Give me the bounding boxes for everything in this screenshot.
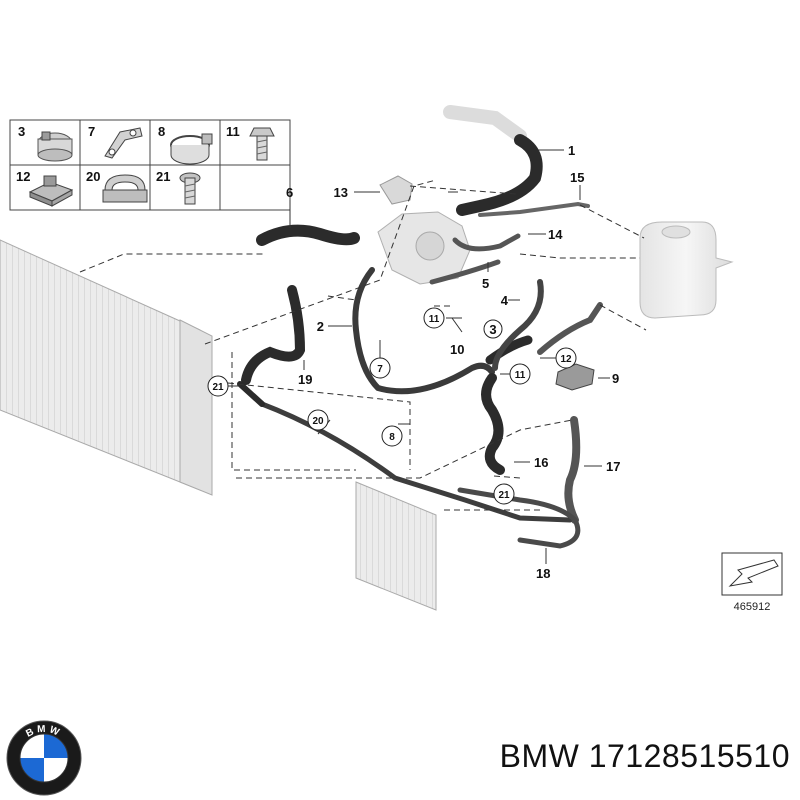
part-21-bolt-icon: [179, 172, 201, 205]
callout-3-circle: [483, 319, 503, 339]
part-8-hose-clamp-icon: [170, 133, 213, 165]
legend-label-3: 3: [18, 124, 25, 139]
callout-21b: 21: [498, 490, 510, 501]
arrow-icon: [728, 559, 779, 587]
hose-6: [256, 224, 360, 246]
callout-5: 5: [482, 276, 489, 291]
part-11-screw-icon: [249, 127, 275, 161]
callout-1: 1: [568, 143, 575, 158]
legend-label-20: 20: [86, 169, 100, 184]
part-12-clip-nut-icon: [28, 175, 74, 207]
hose-19: [241, 285, 306, 385]
pipe-5: [429, 259, 501, 285]
callout-8-circle: [381, 425, 403, 447]
callout-4: 4: [501, 293, 509, 308]
callout-13: 13: [334, 185, 348, 200]
callout-11b: 11: [515, 370, 526, 381]
callout-17: 17: [606, 459, 620, 474]
hose-9-pipe: [537, 302, 603, 355]
dashed-guides: [79, 179, 647, 511]
callout-16: 16: [534, 455, 548, 470]
callout-6: 6: [286, 185, 293, 200]
callout-20: 20: [312, 416, 324, 427]
radiator: [0, 239, 213, 496]
callout-21a: 21: [212, 382, 224, 393]
callout-21b-circle: [493, 483, 515, 505]
legend-label-8: 8: [158, 124, 165, 139]
callout-20-circle: [307, 409, 329, 431]
svg-text:BMW: BMW: [24, 724, 63, 740]
reference-box: 465912: [721, 552, 783, 613]
part-7-bracket-icon: [104, 127, 143, 159]
legend-label-7: 7: [88, 124, 95, 139]
callout-11a-circle: [423, 307, 445, 329]
pipe-21-clip-line: [237, 381, 265, 407]
pipe-20: [259, 401, 573, 523]
pipe-15: [478, 201, 590, 217]
callout-11a: 11: [429, 314, 440, 325]
callout-8: 8: [389, 432, 395, 443]
callout-7-circle: [369, 357, 391, 379]
callouts: 1 2 3 4 5 6 7 8 9 10 11 11 12 13 14 15 1…: [207, 143, 620, 581]
callout-15: 15: [570, 170, 584, 185]
pipe-14: [452, 233, 521, 252]
callout-11b-circle: [509, 363, 531, 385]
legend-label-21: 21: [156, 169, 170, 184]
logo-letters: BMW: [24, 724, 60, 740]
brand-part-number: BMW 17128515510: [499, 738, 790, 774]
parts-legend: 3 7 8 11 12 20 21: [9, 119, 291, 211]
callout-10: 10: [450, 342, 464, 357]
callout-9: 9: [612, 371, 619, 386]
bmw-logo-icon: BMW: [6, 720, 82, 796]
part-20-clip-icon: [102, 174, 148, 203]
hose-2: [352, 267, 495, 395]
callout-14: 14: [548, 227, 563, 242]
legend-label-11: 11: [226, 124, 240, 139]
callout-12: 12: [560, 354, 572, 365]
upper-hose-assembly: [443, 105, 543, 216]
hose-16: [481, 373, 505, 475]
callout-12-circle: [555, 347, 577, 369]
callout-3-circle-label: 3: [489, 322, 496, 337]
coolant-hoses: [237, 201, 603, 549]
part-3-clamp-icon: [37, 131, 73, 162]
hose-17: [564, 416, 581, 524]
reference-number: 465912: [734, 601, 771, 613]
expansion-tank: [639, 221, 734, 319]
part-13-sensor: [379, 175, 413, 205]
hose-4: [492, 279, 544, 371]
callout-7: 7: [377, 364, 383, 375]
legend-label-12: 12: [16, 169, 30, 184]
hose-3: [485, 335, 533, 365]
callout-19: 19: [298, 372, 312, 387]
callout-2: 2: [317, 319, 324, 334]
callout-21a-circle: [207, 375, 229, 397]
callout-18: 18: [536, 566, 550, 581]
part-9-bracket: [555, 363, 595, 391]
thermostat-housing: [377, 175, 471, 285]
pipe-18: [457, 487, 581, 549]
auxiliary-radiator: [355, 481, 437, 611]
